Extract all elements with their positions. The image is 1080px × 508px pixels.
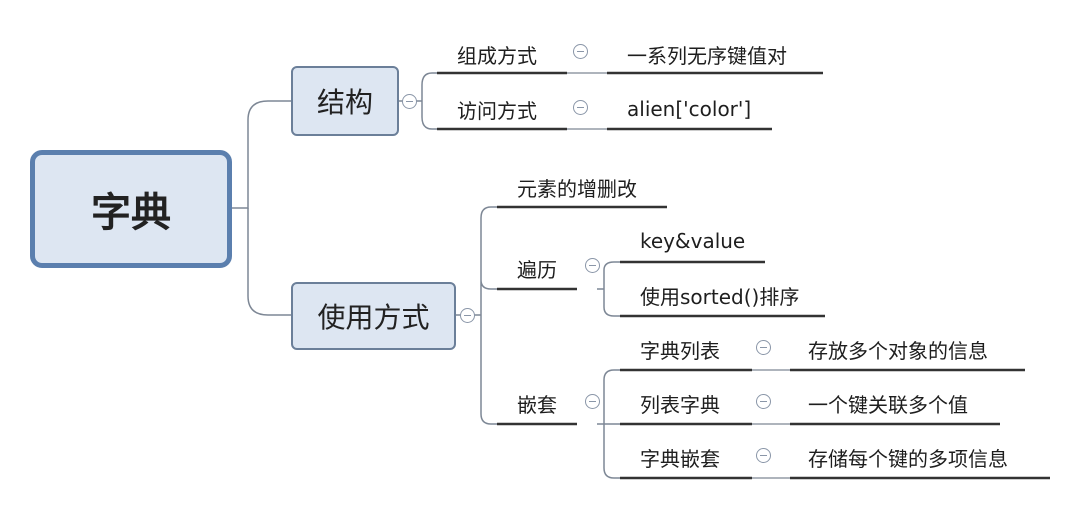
topic-access-value[interactable]: alien['color'] xyxy=(627,92,751,126)
collapse-nesting-icon[interactable] xyxy=(585,394,600,409)
root-topic[interactable]: 字典 xyxy=(30,150,232,268)
link-root-structure xyxy=(232,100,291,209)
collapse-access-icon[interactable] xyxy=(573,100,588,115)
link-nesting-children xyxy=(597,369,620,479)
topic-key-value-label: key&value xyxy=(640,229,746,253)
topic-dict-nest-label: 字典嵌套 xyxy=(640,446,720,471)
topic-traverse-label: 遍历 xyxy=(517,257,557,282)
collapse-usage-icon[interactable] xyxy=(460,308,475,323)
root-topic-label: 字典 xyxy=(91,190,171,236)
topic-sorted-label: 使用sorted()排序 xyxy=(640,284,800,309)
link-structure-children xyxy=(399,72,437,130)
topic-list-dict-desc[interactable]: 一个键关联多个值 xyxy=(808,386,968,420)
topic-structure-label: 结构 xyxy=(316,86,373,119)
topic-dict-list-label: 字典列表 xyxy=(640,338,720,363)
topic-dict-list-desc-label: 存放多个对象的信息 xyxy=(808,338,988,363)
topic-compose-value-label: 一系列无序键值对 xyxy=(627,43,787,68)
topic-compose-label: 组成方式 xyxy=(457,43,537,68)
topic-sorted[interactable]: 使用sorted()排序 xyxy=(640,278,799,312)
topic-dict-list[interactable]: 字典列表 xyxy=(640,332,720,366)
topic-nesting-label: 嵌套 xyxy=(517,392,557,417)
topic-list-dict-label: 列表字典 xyxy=(640,392,720,417)
topic-compose[interactable]: 组成方式 xyxy=(457,37,537,71)
topic-crud-label: 元素的增删改 xyxy=(517,176,637,201)
collapse-structure-icon[interactable] xyxy=(402,94,417,109)
topic-dict-list-desc[interactable]: 存放多个对象的信息 xyxy=(808,332,988,366)
link-root-usage xyxy=(247,208,291,316)
collapse-dict-nest-icon[interactable] xyxy=(756,448,771,463)
collapse-compose-icon[interactable] xyxy=(573,44,588,59)
topic-dict-nest[interactable]: 字典嵌套 xyxy=(640,440,720,474)
topic-traverse[interactable]: 遍历 xyxy=(517,251,557,285)
topic-structure[interactable]: 结构 xyxy=(291,66,399,136)
topic-usage[interactable]: 使用方式 xyxy=(291,282,456,350)
topic-dict-nest-desc-label: 存储每个键的多项信息 xyxy=(808,446,1008,471)
topic-access-label: 访问方式 xyxy=(457,98,537,123)
topic-access-value-label: alien['color'] xyxy=(627,97,752,121)
topic-compose-value[interactable]: 一系列无序键值对 xyxy=(627,37,787,71)
topic-list-dict[interactable]: 列表字典 xyxy=(640,386,720,420)
topic-key-value[interactable]: key&value xyxy=(640,224,745,258)
collapse-traverse-icon[interactable] xyxy=(585,258,600,273)
topic-crud[interactable]: 元素的增删改 xyxy=(517,170,637,204)
link-usage-children xyxy=(456,206,497,425)
topic-nesting[interactable]: 嵌套 xyxy=(517,386,557,420)
collapse-list-dict-icon[interactable] xyxy=(756,394,771,409)
topic-dict-nest-desc[interactable]: 存储每个键的多项信息 xyxy=(808,440,1008,474)
collapse-dict-list-icon[interactable] xyxy=(756,340,771,355)
topic-list-dict-desc-label: 一个键关联多个值 xyxy=(808,392,968,417)
link-traverse-children xyxy=(597,261,620,317)
topic-access[interactable]: 访问方式 xyxy=(457,92,537,126)
topic-usage-label: 使用方式 xyxy=(317,301,430,334)
